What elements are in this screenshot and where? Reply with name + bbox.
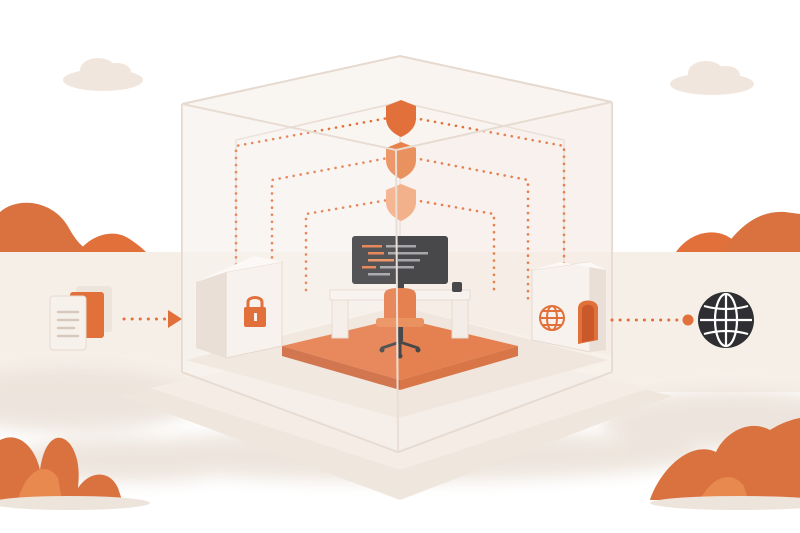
padlock-icon: [244, 296, 266, 327]
left-gate: [196, 256, 283, 359]
hills-right: [676, 211, 800, 252]
bushes-left: [0, 437, 150, 510]
cloud-left: [63, 58, 143, 91]
outbound-connector: [610, 314, 694, 326]
office-chair-icon: [376, 288, 424, 359]
floor-mat-edge: [282, 346, 400, 390]
hills-left: [0, 202, 146, 252]
shield-icon: [386, 142, 416, 179]
floor-mat-edge-right: [400, 346, 518, 390]
globe-icon: [539, 305, 565, 331]
shield-icon: [386, 100, 416, 137]
security-paths: [234, 116, 566, 302]
cube-front-glass-right: [396, 102, 612, 452]
shield-icon: [386, 184, 416, 221]
document-stack-icon: [49, 286, 112, 351]
monitor: [352, 236, 448, 290]
cube-front-glass: [182, 104, 398, 452]
cloud-right: [670, 61, 754, 95]
right-gate: [531, 261, 606, 353]
cube-edges: [181, 54, 613, 454]
globe-icon: [698, 292, 754, 348]
bushes-right: [650, 418, 800, 510]
inbound-arrow: [122, 310, 182, 328]
arched-doorway-icon: [578, 300, 598, 344]
mug-icon: [452, 282, 462, 292]
